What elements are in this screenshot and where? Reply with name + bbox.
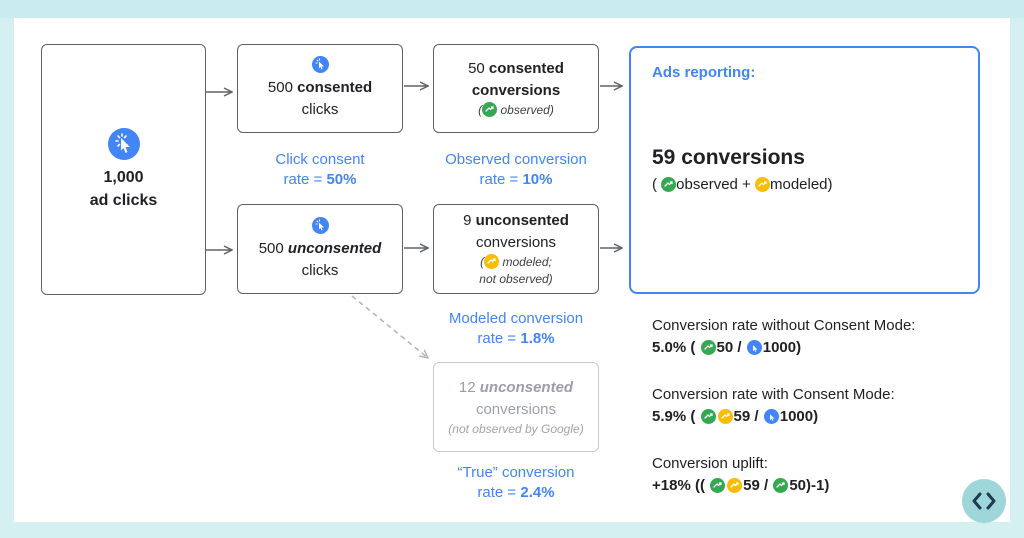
consented-conversions-note: ( observed) xyxy=(478,102,554,117)
observed-conversion-icon xyxy=(700,340,716,355)
click-consent-caption: Click consent rate = 50% xyxy=(275,151,365,188)
observed-conversion-icon xyxy=(710,478,726,493)
cursor-click-icon xyxy=(763,409,779,424)
consented-conversions-line2: conversions xyxy=(471,82,561,99)
ad-clicks-box: 1,000 ad clicks xyxy=(41,44,206,295)
unconsented-clicks-line1: 500 unconsented xyxy=(258,239,382,257)
unconsented-conversions-note: ( modeled; not observed) xyxy=(479,254,553,286)
ad-clicks-label: ad clicks xyxy=(89,191,158,209)
code-brackets-icon[interactable] xyxy=(962,479,1006,523)
top-band xyxy=(0,0,1024,18)
true-conversions-box: 12 unconsented conversions (not observed… xyxy=(433,362,599,452)
modeled-rate-caption: Modeled conversion rate = 1.8% xyxy=(448,310,584,347)
modeled-conversion-icon xyxy=(727,478,743,493)
true-conversions-note: (not observed by Google) xyxy=(448,421,584,436)
consented-clicks-box: 500 consented clicks xyxy=(237,44,403,133)
observed-conversion-icon xyxy=(482,102,498,117)
cursor-click-icon xyxy=(311,216,329,234)
modeled-conversion-icon xyxy=(717,409,733,424)
report-headline: 59 conversions xyxy=(652,146,805,169)
unconsented-conversions-line1: 9 unconsented xyxy=(463,212,569,229)
modeled-conversion-icon xyxy=(754,177,770,192)
consented-conversions-box: 50 consented conversions ( observed) xyxy=(433,44,599,133)
stat-without-consent-mode: Conversion rate without Consent Mode: 5.… xyxy=(652,317,916,356)
unconsented-clicks-line2: clicks xyxy=(301,261,339,279)
modeled-conversion-icon xyxy=(484,254,500,269)
unconsented-conversions-box: 9 unconsented conversions ( modeled; not… xyxy=(433,204,599,294)
report-breakdown: ( observed + modeled) xyxy=(652,176,833,193)
observed-conversion-icon xyxy=(661,177,677,192)
stat-conversion-uplift: Conversion uplift: +18% (( 59 / 50)-1) xyxy=(652,455,830,494)
observed-conversion-icon xyxy=(700,409,716,424)
consented-clicks-line2: clicks xyxy=(301,101,339,118)
true-conversions-line1: 12 unconsented xyxy=(458,378,574,396)
report-title: Ads reporting: xyxy=(652,64,756,81)
cursor-click-icon xyxy=(107,127,140,160)
cursor-click-icon xyxy=(311,56,329,73)
ad-clicks-number: 1,000 xyxy=(103,168,144,186)
cursor-click-icon xyxy=(746,340,762,355)
consented-conversions-line1: 50 consented xyxy=(468,60,564,77)
consented-clicks-line1: 500 consented xyxy=(267,79,373,96)
unconsented-conversions-line2: conversions xyxy=(475,234,557,251)
stat-with-consent-mode: Conversion rate with Consent Mode: 5.9% … xyxy=(652,386,895,425)
true-conversions-line2: conversions xyxy=(475,400,557,418)
observed-rate-caption: Observed conversion rate = 10% xyxy=(445,151,587,188)
true-rate-caption: “True” conversion rate = 2.4% xyxy=(457,464,575,501)
ads-reporting-panel: Ads reporting: 59 conversions ( observed… xyxy=(629,46,980,294)
unconsented-clicks-box: 500 unconsented clicks xyxy=(237,204,403,294)
observed-conversion-icon xyxy=(773,478,789,493)
